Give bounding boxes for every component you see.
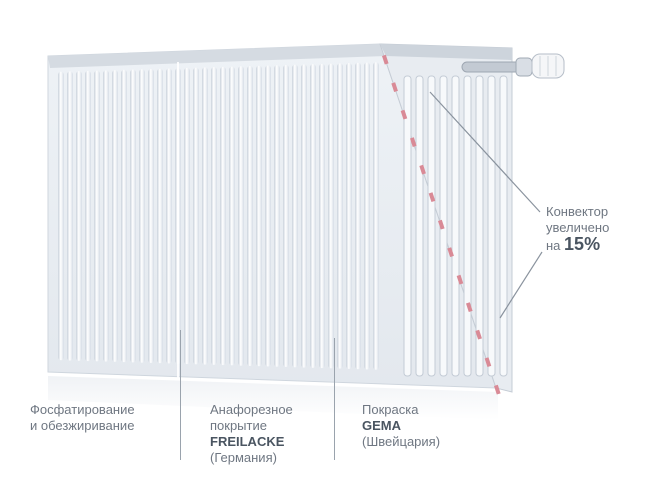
convector-fin (475, 75, 484, 377)
radiator-rib (130, 69, 136, 363)
radiator-rib (94, 70, 100, 362)
radiator-rib (238, 66, 244, 366)
radiator-rib (58, 71, 64, 361)
convector-callout: Конвектор увеличено на 15% (546, 204, 609, 254)
radiator-rib (220, 66, 226, 366)
cut-edge-mark (428, 192, 436, 203)
cut-edge-mark (419, 164, 426, 175)
callout-leader-lines (429, 91, 543, 319)
radiator-reflection (48, 376, 498, 420)
radiator-rib (301, 64, 307, 368)
cut-edge-mark (400, 109, 408, 120)
radiator-rib (76, 71, 82, 361)
radiator-rib (211, 67, 217, 365)
radiator-rib (346, 63, 352, 369)
stage-separator-2 (334, 338, 335, 460)
stage1-line1: Фосфатирование (30, 402, 135, 417)
radiator-rib (319, 63, 325, 369)
radiator-rib (274, 65, 280, 367)
radiator-rib (166, 68, 172, 364)
cut-edge-mark (466, 302, 473, 313)
radiator-rib (85, 70, 91, 362)
radiator-rib (247, 66, 253, 366)
radiator-rib (112, 70, 118, 362)
stage2-country: (Германия) (210, 450, 277, 465)
cut-edge-mark (456, 274, 464, 285)
cut-edge-mark (391, 82, 398, 93)
radiator-rib (121, 69, 127, 363)
radiator-rib (337, 63, 343, 369)
radiator-rib (373, 62, 379, 370)
radiator-rib (355, 62, 361, 370)
stage-label-painting: Покраска GEMA (Швейцария) (362, 402, 440, 450)
radiator-rib (202, 67, 208, 365)
convector-fin (463, 75, 472, 377)
convector-fin (415, 75, 424, 377)
radiator-rib (148, 69, 154, 363)
callout-value: 15% (564, 234, 601, 254)
cut-edge-mark (475, 329, 482, 340)
stage2-line1: Анафорезное (210, 402, 293, 417)
cut-edge-mark (447, 247, 454, 258)
radiator-rib (256, 65, 262, 367)
convector-fins (403, 75, 508, 377)
radiator-rib (103, 70, 109, 362)
stage3-brand: GEMA (362, 418, 401, 433)
stage-label-phosphating: Фосфатирование и обезжиривание (30, 402, 135, 434)
stage1-line2: и обезжиривание (30, 418, 135, 433)
radiator-rib (193, 67, 199, 365)
convector-fin (499, 75, 508, 377)
convector-fin (427, 75, 436, 377)
callout-prefix: на (546, 238, 561, 253)
radiator-rib (265, 65, 271, 367)
stage3-country: (Швейцария) (362, 434, 441, 449)
cut-edge-marks (382, 54, 501, 395)
stage-label-anaphoresis: Анафорезное покрытие FREILACKE (Германия… (210, 402, 293, 466)
radiator-rib (364, 62, 370, 370)
radiator-rib (184, 67, 190, 365)
stage3-line1: Покраска (362, 402, 419, 417)
cut-edge-mark (410, 137, 417, 148)
cut-edge-mark (494, 384, 501, 395)
radiator-rib (310, 64, 316, 368)
convector-fin (487, 75, 496, 377)
radiator-rib (157, 68, 163, 364)
stage2-line2: покрытие (210, 418, 267, 433)
thermostatic-valve-icon (461, 53, 565, 79)
radiator-rib (139, 69, 145, 363)
stage2-brand: FREILACKE (210, 434, 285, 449)
callout-line2: увеличено (546, 220, 610, 235)
convector-fin (403, 75, 412, 377)
radiator-rib (229, 66, 235, 366)
callout-line1: Конвектор (546, 204, 609, 219)
convector-fin (451, 75, 460, 377)
radiator-rib (283, 64, 289, 368)
cut-edge-mark (438, 219, 445, 230)
radiator-rib (67, 71, 73, 361)
cut-edge-mark (382, 54, 389, 65)
stage-separator-1 (180, 330, 181, 460)
cut-edge-mark (484, 357, 492, 368)
radiator-rib (328, 63, 334, 369)
radiator-rib (292, 64, 298, 368)
